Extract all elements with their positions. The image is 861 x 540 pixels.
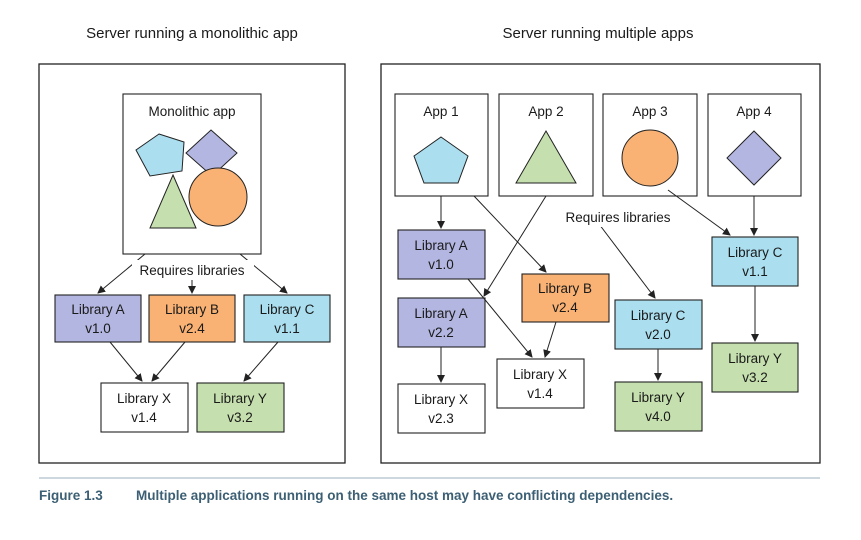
svg-text:v1.0: v1.0 [85, 321, 111, 336]
arrow-app1-libb [473, 195, 547, 273]
app-4-diamond [726, 130, 782, 186]
svg-text:v2.4: v2.4 [552, 300, 578, 315]
svg-text:Library A: Library A [71, 302, 124, 317]
right-library-b: Library B v2.4 [521, 273, 610, 323]
caption-text: Multiple applications running on the sam… [136, 488, 673, 503]
app-1-box: App 1 [394, 93, 489, 197]
svg-text:v3.2: v3.2 [742, 370, 768, 385]
arrow-libb-libx [151, 341, 186, 382]
svg-text:v2.2: v2.2 [428, 325, 454, 340]
arrow-app2-liba2 [483, 195, 547, 297]
svg-text:Library A: Library A [414, 306, 467, 321]
svg-text:Library Y: Library Y [728, 351, 782, 366]
app-3-circle [621, 129, 679, 187]
left-title: Server running a monolithic app [86, 25, 298, 42]
right-title: Server running multiple apps [503, 25, 694, 42]
svg-text:v1.1: v1.1 [742, 264, 768, 279]
svg-text:v2.0: v2.0 [645, 327, 671, 342]
svg-text:App 4: App 4 [736, 104, 772, 119]
left-requires-label: Requires libraries [139, 263, 244, 278]
svg-text:v3.2: v3.2 [227, 410, 253, 425]
requires-label-bg [132, 260, 254, 280]
right-library-y-v1: Library Y v3.2 [711, 342, 799, 393]
app-2-box: App 2 [498, 93, 594, 197]
left-library-c: Library C v1.1 [243, 294, 331, 343]
app-3-box: App 3 [602, 93, 698, 197]
right-library-y-v2: Library Y v4.0 [614, 381, 703, 432]
svg-text:v1.4: v1.4 [131, 410, 157, 425]
right-library-c-v2: Library C v2.0 [614, 299, 703, 350]
arrow-liba-libx [109, 341, 143, 382]
app-4-box: App 4 [707, 93, 802, 197]
circle-shape [188, 167, 248, 227]
left-library-y: Library Y v3.2 [196, 382, 285, 433]
left-library-x: Library X v1.4 [100, 382, 189, 433]
right-library-c-v1: Library C v1.1 [711, 236, 799, 287]
svg-text:Library C: Library C [631, 308, 686, 323]
arrow-libc-liby [243, 341, 279, 382]
left-library-a: Library A v1.0 [54, 294, 142, 343]
right-library-x-v1: Library X v1.4 [496, 358, 585, 409]
arrow-liba1-libx1 [467, 278, 533, 358]
pentagon-shape [135, 133, 185, 177]
app-1-pentagon [413, 136, 469, 184]
caption-number: Figure 1.3 [39, 488, 103, 503]
svg-text:Library B: Library B [538, 281, 592, 296]
svg-text:Library X: Library X [414, 392, 468, 407]
svg-text:v4.0: v4.0 [645, 409, 671, 424]
arrow-libb-libx1 [543, 321, 557, 358]
arrow-app3-libc1 [667, 189, 731, 236]
svg-text:v1.1: v1.1 [274, 321, 300, 336]
svg-text:v2.3: v2.3 [428, 411, 454, 426]
svg-text:App 3: App 3 [632, 104, 667, 119]
right-library-x-v2: Library X v2.3 [397, 383, 486, 434]
svg-text:Library X: Library X [117, 391, 171, 406]
svg-text:v2.4: v2.4 [179, 321, 205, 336]
svg-text:Library X: Library X [513, 367, 567, 382]
svg-text:v1.0: v1.0 [428, 257, 454, 272]
right-requires-label-bg [557, 207, 679, 227]
svg-text:Library Y: Library Y [631, 390, 685, 405]
svg-text:Library C: Library C [728, 245, 783, 260]
svg-text:Library C: Library C [260, 302, 315, 317]
right-requires-label: Requires libraries [565, 210, 670, 225]
svg-text:Library A: Library A [414, 238, 467, 253]
left-library-b: Library B v2.4 [148, 294, 236, 343]
right-library-a-v2: Library A v2.2 [397, 297, 486, 348]
svg-text:App 2: App 2 [528, 104, 563, 119]
monolithic-app-label: Monolithic app [148, 104, 235, 119]
svg-text:v1.4: v1.4 [527, 386, 553, 401]
right-library-a-v1: Library A v1.0 [397, 229, 486, 280]
svg-text:App 1: App 1 [423, 104, 458, 119]
arrow-app3-libc2 [595, 219, 656, 299]
app-2-triangle [515, 129, 577, 184]
svg-text:Library B: Library B [165, 302, 219, 317]
svg-text:Library Y: Library Y [213, 391, 267, 406]
triangle-shape [149, 173, 197, 229]
